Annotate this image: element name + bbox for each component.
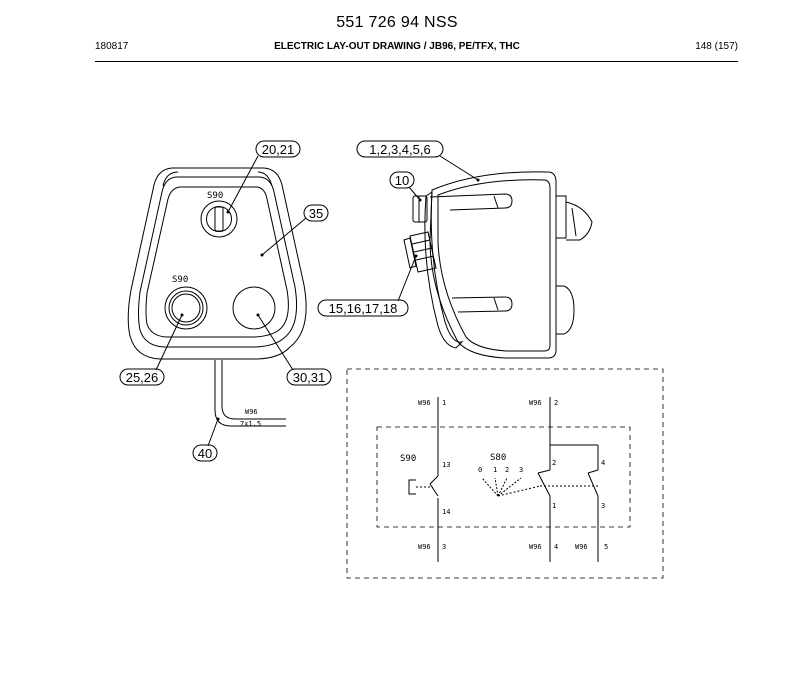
bottom-mid-pin: 4 xyxy=(554,543,558,551)
schematic-outer-frame xyxy=(346,368,664,579)
bottom-left-wire: W96 xyxy=(418,543,431,551)
bottom-mid-wire: W96 xyxy=(529,543,542,551)
svg-text:35: 35 xyxy=(309,206,323,221)
top-mid-pin: 2 xyxy=(554,399,558,407)
front-housing-outer xyxy=(127,167,307,360)
header-rule xyxy=(95,61,738,62)
callout-15-18: 15,16,17,18 xyxy=(317,254,418,317)
svg-text:15,16,17,18: 15,16,17,18 xyxy=(329,301,398,316)
svg-text:25,26: 25,26 xyxy=(126,370,159,385)
cable-label-type: W96 xyxy=(245,408,258,416)
front-housing-bezel xyxy=(145,186,289,338)
side-key-knob-detail xyxy=(571,207,577,237)
s80-left-bottom-pin: 1 xyxy=(552,502,556,510)
front-housing-inner xyxy=(138,176,298,348)
s80-pos-1: 1 xyxy=(493,466,497,474)
callout-20-21: 20,21 xyxy=(226,140,301,214)
callout-40: 40 xyxy=(192,417,220,462)
front-cable-2 xyxy=(221,360,286,420)
side-pushbutton xyxy=(556,285,575,335)
document-date: 180817 xyxy=(95,41,129,52)
s80-pos-2: 2 xyxy=(505,466,509,474)
side-key-knob xyxy=(565,201,593,241)
svg-text:10: 10 xyxy=(395,173,409,188)
lower-button-ring-inner xyxy=(171,293,201,323)
s80-schematic-label: S80 xyxy=(490,453,506,463)
top-left-pin: 1 xyxy=(442,399,446,407)
upper-switch-key-slot xyxy=(214,206,224,232)
svg-text:1,2,3,4,5,6: 1,2,3,4,5,6 xyxy=(369,142,430,157)
svg-text:20,21: 20,21 xyxy=(262,142,295,157)
s80-pos-0: 0 xyxy=(478,466,482,474)
side-key-switch xyxy=(556,195,567,239)
lower-button-ring-outer xyxy=(164,286,208,330)
side-upper-lever-tip xyxy=(493,195,499,209)
lower-switch-label: S90 xyxy=(172,275,188,285)
cable-label-size: 7x1.5 xyxy=(240,420,261,428)
bottom-right-pin: 5 xyxy=(604,543,608,551)
callout-1-6: 1,2,3,4,5,6 xyxy=(356,140,480,182)
blank-button xyxy=(232,286,276,330)
side-upper-lever xyxy=(429,193,513,211)
front-right-shoulder xyxy=(257,171,273,187)
s80-left-top-pin: 2 xyxy=(552,459,556,467)
front-view: S90 S90 W96 7x1.5 20,21 35 xyxy=(119,140,332,462)
bottom-left-pin: 3 xyxy=(442,543,446,551)
s90-bottom-pin: 14 xyxy=(442,508,450,516)
callout-10: 10 xyxy=(389,171,422,202)
s80-position-rays xyxy=(481,477,522,497)
top-mid-wire: W96 xyxy=(529,399,542,407)
page-number: 148 (157) xyxy=(695,41,738,52)
side-back-plate xyxy=(424,191,464,349)
document-number: 551 726 94 NSS xyxy=(336,14,458,31)
callout-35: 35 xyxy=(260,204,329,257)
upper-switch-ring-outer xyxy=(200,200,238,238)
front-left-shoulder xyxy=(162,171,179,187)
s90-top-pin: 13 xyxy=(442,461,450,469)
top-left-wire: W96 xyxy=(418,399,431,407)
side-lower-lever-tip xyxy=(493,297,499,311)
upper-switch-ring-inner xyxy=(206,206,232,232)
front-cable xyxy=(214,360,286,427)
callout-25-26: 25,26 xyxy=(119,313,184,386)
svg-text:30,31: 30,31 xyxy=(293,370,326,385)
side-view: 1,2,3,4,5,6 10 15,16,17,18 xyxy=(317,140,593,359)
callout-30-31: 30,31 xyxy=(256,313,332,386)
s90-actuator xyxy=(408,479,416,495)
side-lower-lever xyxy=(451,296,513,313)
s80-right-top-pin: 4 xyxy=(601,459,605,467)
side-body-outline xyxy=(429,171,557,359)
s90-schematic-label: S90 xyxy=(400,454,416,464)
bottom-right-wire: W96 xyxy=(575,543,588,551)
s80-right-bottom-pin: 3 xyxy=(601,502,605,510)
side-body-inner xyxy=(437,179,551,352)
document-title: ELECTRIC LAY-OUT DRAWING / JB96, PE/TFX,… xyxy=(274,41,520,52)
side-cable-gland xyxy=(409,231,437,273)
lower-button-ring-mid xyxy=(168,290,204,326)
upper-switch-label: S90 xyxy=(207,191,223,201)
schematic-inner-frame xyxy=(376,426,631,528)
svg-text:40: 40 xyxy=(198,446,212,461)
wiring-schematic: W96 1 W96 2 S90 13 14 S80 0 1 2 3 2 1 xyxy=(346,368,664,579)
s80-pos-3: 3 xyxy=(519,466,523,474)
side-connector-10 xyxy=(412,195,428,223)
